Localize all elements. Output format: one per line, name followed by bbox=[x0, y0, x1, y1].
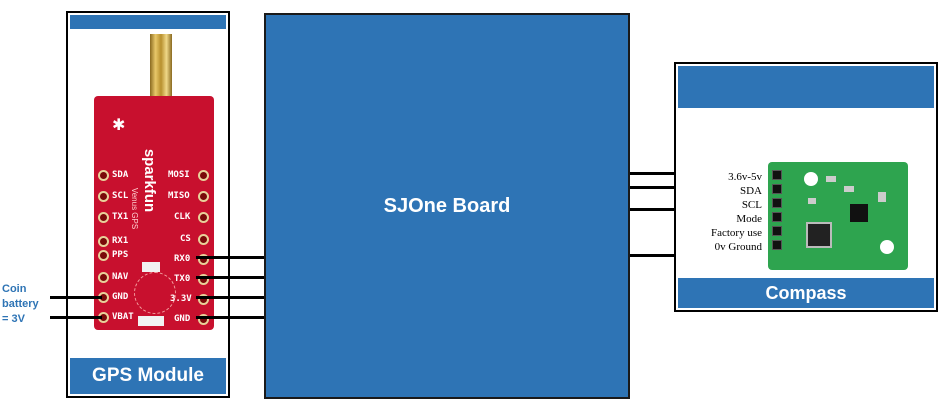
compass-pin-label: SCL bbox=[741, 199, 762, 211]
pin-hole bbox=[98, 250, 109, 261]
gps-pin-label: CS bbox=[180, 234, 191, 244]
compass-box: Compass 3.6v-5v SDA SCL Mode Factory use… bbox=[674, 62, 938, 312]
gps-pin-label: MISO bbox=[168, 191, 190, 201]
gps-pin-label: 3.3V bbox=[170, 294, 192, 304]
sensor-chip bbox=[806, 222, 832, 248]
gps-pin-label: SDA bbox=[112, 170, 129, 180]
gps-pin-label: PPS bbox=[112, 250, 129, 260]
pin-hole bbox=[98, 191, 109, 202]
compass-header-bar bbox=[678, 66, 934, 108]
sjone-board-title: SJOne Board bbox=[383, 195, 511, 217]
gps-header-bar bbox=[70, 15, 226, 29]
pin-hole bbox=[198, 170, 209, 181]
wire-tx0 bbox=[196, 276, 266, 279]
wire-3v3 bbox=[196, 296, 266, 299]
gps-module-title: GPS Module bbox=[70, 358, 226, 394]
gps-pin-label: VBAT bbox=[112, 312, 134, 322]
smd-part bbox=[844, 186, 854, 192]
compass-pin-label: 0v Ground bbox=[714, 241, 762, 253]
wire-gnd bbox=[196, 316, 266, 319]
gps-pin-label: CLK bbox=[174, 212, 191, 222]
header-pin bbox=[772, 184, 782, 194]
gps-pin-label: RX1 bbox=[112, 236, 129, 246]
pin-hole bbox=[198, 314, 209, 325]
smd-part bbox=[878, 192, 886, 202]
pin-hole bbox=[198, 191, 209, 202]
header-pin bbox=[772, 226, 782, 236]
pin-hole bbox=[98, 170, 109, 181]
flame-icon: ✱ bbox=[112, 117, 126, 134]
header-pin bbox=[772, 240, 782, 250]
battery-wire-vbat bbox=[50, 316, 102, 319]
battery-wire-gnd bbox=[50, 296, 102, 299]
compass-pcb bbox=[768, 162, 908, 270]
pin-hole bbox=[198, 212, 209, 223]
antenna-connector bbox=[150, 34, 172, 104]
header-pin bbox=[772, 198, 782, 208]
smd-part bbox=[808, 198, 816, 204]
gps-pin-label: TX1 bbox=[112, 212, 129, 222]
pin-hole bbox=[198, 274, 209, 285]
sjone-board: SJOne Board bbox=[264, 13, 630, 399]
coin-battery-label: Coin battery = 3V bbox=[2, 283, 39, 325]
gps-pin-label: RX0 bbox=[174, 254, 191, 264]
sensor-chip bbox=[850, 204, 868, 222]
mount-hole bbox=[880, 240, 894, 254]
pin-hole bbox=[98, 272, 109, 283]
wire-rx0 bbox=[196, 256, 266, 259]
smd-part bbox=[826, 176, 836, 182]
gps-pin-label: GND bbox=[112, 292, 129, 302]
compass-pin-label: SDA bbox=[739, 185, 762, 197]
header-pin bbox=[772, 170, 782, 180]
gps-pin-label: NAV bbox=[112, 272, 129, 282]
compass-pin-label: 3.6v-5v bbox=[728, 171, 762, 183]
pin-hole bbox=[98, 236, 109, 247]
pin-hole bbox=[98, 212, 109, 223]
compass-pin-label: Mode bbox=[736, 213, 762, 225]
battery-holder-outline bbox=[134, 272, 176, 314]
pin-hole bbox=[198, 234, 209, 245]
gps-pin-label: SCL bbox=[112, 191, 129, 201]
compass-pin-label: Factory use bbox=[710, 227, 762, 239]
component-block bbox=[138, 316, 164, 326]
mount-hole bbox=[804, 172, 818, 186]
gps-pin-label: GND bbox=[174, 314, 191, 324]
gps-pin-label: MOSI bbox=[168, 170, 190, 180]
compass-title: Compass bbox=[678, 278, 934, 308]
gps-board-image: sparkfun Venus GPS ✱ SDA SCL TX1 RX1 PPS… bbox=[94, 34, 214, 330]
gps-pin-label: TX0 bbox=[174, 274, 191, 284]
pin-hole bbox=[198, 294, 209, 305]
pin-hole bbox=[198, 254, 209, 265]
header-pin bbox=[772, 212, 782, 222]
component-block bbox=[142, 262, 160, 272]
